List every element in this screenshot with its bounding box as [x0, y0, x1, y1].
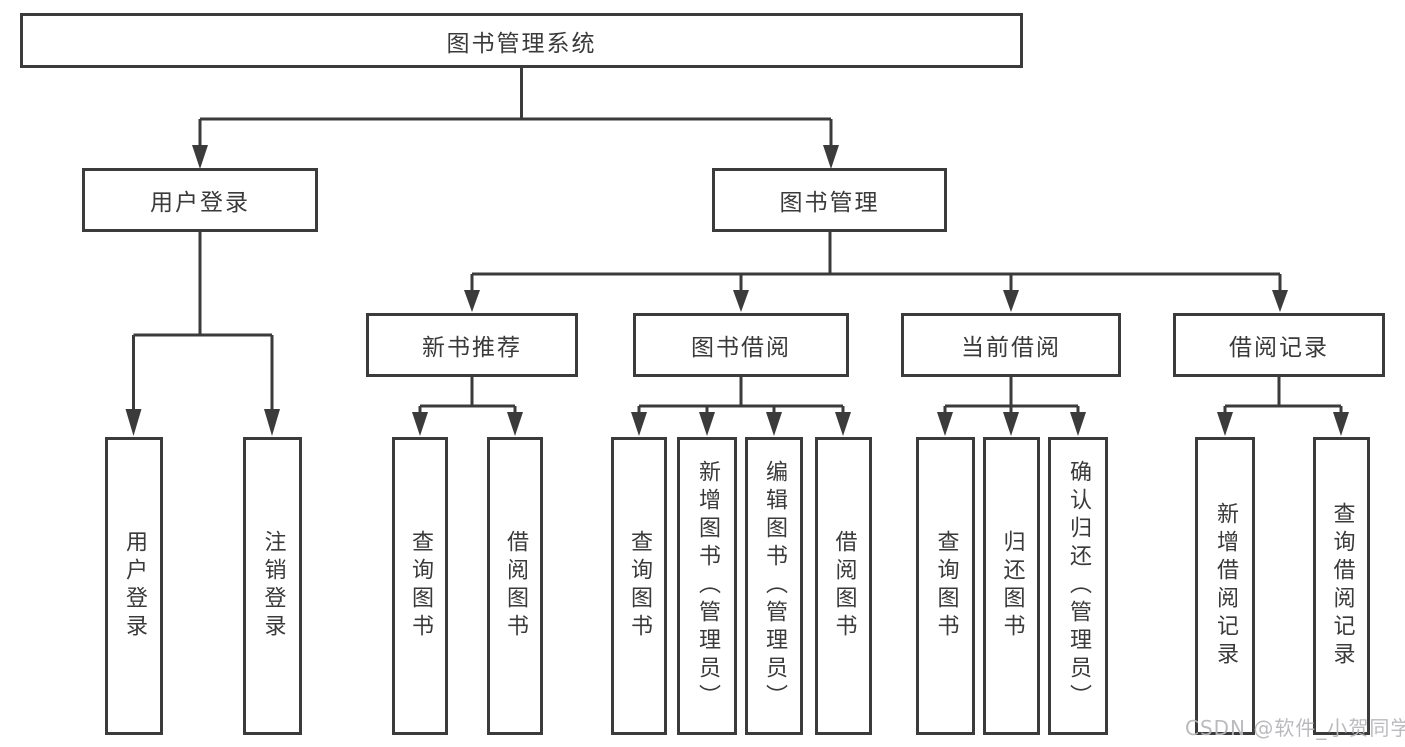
leaf-login: 用户登录: [105, 437, 163, 735]
leaf-logout-label: 注销登录: [260, 530, 286, 642]
connector-root-to-level2: [192, 68, 839, 169]
node-user-login: 用户登录: [82, 168, 318, 232]
leaf-current-confirm-return-admin-label: 确认归还（管理员）: [1066, 460, 1091, 712]
leaf-records-add-record: 新增借阅记录: [1195, 437, 1255, 735]
leaf-borrowing-add-books-admin-label: 新增图书（管理员）: [695, 460, 720, 712]
leaf-borrowing-edit-books-admin: 编辑图书（管理员）: [745, 437, 803, 735]
leaf-borrowing-query-books: 查询图书: [611, 437, 667, 735]
leaf-recommend-borrow-books: 借阅图书: [487, 437, 543, 735]
leaf-borrowing-add-books-admin: 新增图书（管理员）: [677, 437, 737, 735]
leaf-logout: 注销登录: [243, 437, 302, 735]
leaf-recommend-query-books-label: 查询图书: [408, 530, 433, 642]
node-borrowing-records: 借阅记录: [1173, 313, 1385, 377]
leaf-recommend-query-books: 查询图书: [392, 437, 448, 735]
connector-current-borrowing-children: [937, 377, 1086, 436]
leaf-records-query-record-label: 查询借阅记录: [1329, 502, 1355, 670]
leaf-current-return-books: 归还图书: [983, 437, 1040, 735]
csdn-watermark: CSDN @软件_小贺同学: [1185, 716, 1405, 740]
connector-book-management-children: [464, 232, 1288, 312]
node-borrowing-records-label: 借阅记录: [1229, 335, 1329, 361]
node-current-borrowing-label: 当前借阅: [961, 335, 1061, 361]
leaf-borrowing-query-books-label: 查询图书: [627, 530, 652, 642]
node-new-book-recommend: 新书推荐: [366, 313, 578, 377]
node-book-borrowing-label: 图书借阅: [691, 335, 791, 361]
leaf-current-return-books-label: 归还图书: [999, 530, 1025, 642]
leaf-current-query-books-label: 查询图书: [933, 530, 959, 642]
connector-user-login-children: [125, 232, 280, 436]
leaf-records-query-record: 查询借阅记录: [1313, 437, 1370, 735]
node-book-borrowing: 图书借阅: [633, 313, 849, 377]
node-book-management: 图书管理: [712, 168, 947, 232]
node-current-borrowing: 当前借阅: [901, 313, 1121, 377]
node-library-system: 图书管理系统: [20, 13, 1023, 68]
node-user-login-label: 用户登录: [150, 190, 250, 216]
connector-borrowing-records-children: [1217, 377, 1349, 436]
connector-new-book-recommend-children: [412, 377, 523, 436]
leaf-current-query-books: 查询图书: [916, 437, 975, 735]
leaf-borrowing-borrow-books-label: 借阅图书: [831, 530, 857, 642]
node-new-book-recommend-label: 新书推荐: [422, 335, 522, 361]
leaf-borrowing-edit-books-admin-label: 编辑图书（管理员）: [762, 460, 787, 712]
leaf-records-add-record-label: 新增借阅记录: [1213, 502, 1238, 670]
leaf-login-label: 用户登录: [122, 530, 147, 642]
leaf-borrowing-borrow-books: 借阅图书: [815, 437, 872, 735]
connector-book-borrowing-children: [631, 377, 851, 436]
node-library-system-label: 图书管理系统: [446, 30, 597, 57]
leaf-recommend-borrow-books-label: 借阅图书: [503, 530, 528, 642]
node-book-management-label: 图书管理: [779, 190, 880, 216]
leaf-current-confirm-return-admin: 确认归还（管理员）: [1048, 437, 1108, 735]
